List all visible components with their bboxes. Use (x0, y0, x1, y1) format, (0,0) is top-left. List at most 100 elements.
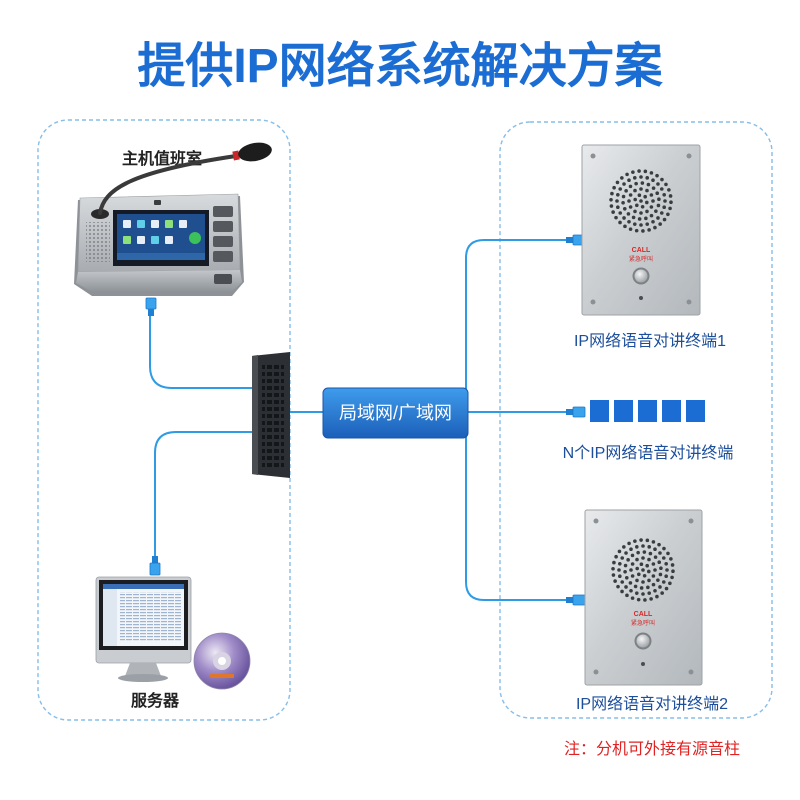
console-side-buttons (213, 206, 233, 284)
grille-hole (630, 574, 635, 578)
grille-hole (633, 539, 637, 543)
grille-hole (636, 550, 640, 555)
grille-hole (655, 191, 660, 195)
grille-hole (646, 182, 651, 187)
grille-hole (624, 551, 628, 555)
console-front-lip (76, 270, 242, 292)
network-cables (149, 239, 567, 601)
grille-hole (639, 538, 643, 542)
grille-hole (639, 562, 644, 567)
grille-hole (647, 557, 651, 562)
grille-hole (637, 193, 642, 198)
grille-hole (641, 568, 645, 572)
grille-hole (639, 175, 643, 179)
grille-hole (639, 223, 643, 227)
grille-hole (615, 180, 620, 185)
terminal-2-label: IP网络语音对讲终端2 (576, 694, 728, 713)
grille-hole (616, 584, 620, 589)
server-label: 服务器 (131, 691, 180, 710)
gooseneck-microphone (91, 142, 272, 219)
host-room-label: 主机值班室 (122, 149, 202, 168)
grille-hole (653, 568, 657, 572)
grille-hole (642, 573, 647, 578)
network-box: 局域网/广域网 (322, 387, 469, 439)
grille-hole (645, 188, 649, 193)
grille-hole (643, 194, 647, 199)
grille-hole (635, 557, 639, 562)
screw (686, 153, 692, 159)
grille-hole (624, 189, 628, 193)
terminal-2-cable (465, 411, 567, 601)
grille-hole (645, 209, 649, 214)
grille-hole (655, 594, 659, 599)
grille-hole (624, 576, 629, 580)
microphone-hole (641, 662, 645, 666)
grille-hole (618, 220, 622, 225)
grille-hole (648, 551, 653, 556)
grille-hole (668, 194, 673, 198)
screw (686, 299, 692, 305)
grille-hole (627, 199, 631, 203)
grille-hole (618, 211, 623, 215)
grille-hole (651, 562, 656, 566)
screw (688, 518, 694, 524)
grille-hole (647, 578, 651, 583)
grille-hole (637, 217, 642, 221)
grille-hole (626, 558, 630, 562)
screen-table (120, 592, 182, 642)
grille-hole (639, 586, 644, 590)
grille-hole (645, 176, 650, 180)
grille-hole (645, 222, 650, 226)
grille-hole (609, 197, 613, 202)
grille-hole (635, 203, 639, 208)
grille-hole (639, 211, 643, 215)
grille-hole (668, 206, 672, 211)
grille-hole (645, 200, 649, 205)
screen-sidebar (103, 589, 117, 646)
grille-hole (631, 170, 635, 174)
terminal-1-label: IP网络语音对讲终端1 (574, 331, 726, 350)
grille-hole (669, 557, 673, 561)
grille-hole (658, 572, 663, 577)
grille-hole (651, 178, 655, 183)
grille-hole (633, 584, 638, 589)
grille-hole (653, 547, 657, 552)
screw (593, 518, 599, 524)
grille-hole (628, 581, 633, 585)
grille-hole (653, 588, 657, 593)
grille-hole (671, 569, 675, 574)
grille-hole (627, 219, 631, 224)
grille-hole (617, 568, 621, 572)
grille-hole (664, 574, 668, 579)
grille-hole (657, 542, 661, 547)
screw (688, 669, 694, 675)
grille-hole (658, 551, 662, 555)
grille-hole (651, 574, 656, 578)
grille-hole (623, 563, 628, 568)
grille-hole (653, 225, 657, 230)
server-cable (154, 431, 255, 559)
grille-hole (615, 199, 619, 203)
grille-hole (656, 578, 660, 582)
grille-hole (613, 579, 617, 583)
grille-hole (616, 192, 620, 197)
screw (593, 669, 599, 675)
grille-hole (661, 556, 666, 560)
page-title: 提供IP网络系统解决方案 (137, 39, 663, 93)
grille-hole (634, 545, 639, 549)
grille-hole (634, 228, 639, 233)
grille-hole (625, 593, 629, 598)
grille-hole (630, 596, 635, 600)
grille-hole (618, 187, 623, 191)
grille-hole (620, 556, 625, 560)
grille-hole (658, 585, 662, 589)
grille-hole (641, 229, 645, 233)
grille-hole (660, 177, 664, 182)
speaker-grille (611, 538, 675, 602)
grille-hole (635, 566, 639, 571)
grille-hole (662, 546, 666, 551)
grille-hole (632, 176, 637, 180)
grille-hole (661, 580, 666, 584)
grille-hole (644, 216, 648, 221)
ellipsis-square (614, 400, 633, 422)
